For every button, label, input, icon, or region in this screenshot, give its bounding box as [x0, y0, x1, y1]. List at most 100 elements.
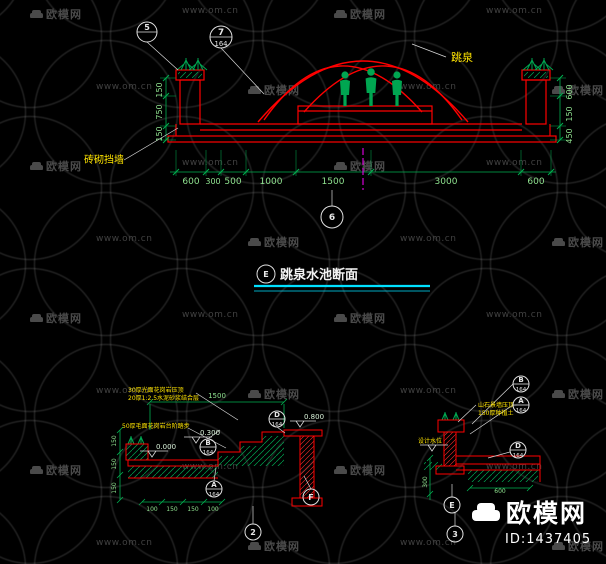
jet-arc-right	[303, 65, 463, 121]
dim-dr-300: 300	[422, 476, 429, 488]
callout-left-B-top-text: B	[205, 439, 210, 447]
watermark-brand: 欧模网	[552, 386, 604, 402]
watermark-brand: 欧模网	[248, 538, 300, 554]
watermark-url: www.om.cn	[400, 386, 456, 396]
sofa-icon	[552, 85, 565, 95]
callout-2-circle	[244, 523, 262, 541]
watermark-brand: 欧模网	[30, 310, 82, 326]
sofa-icon	[30, 9, 43, 19]
sofa-icon	[552, 541, 565, 551]
callout-3-circle	[446, 525, 464, 543]
anno-mortar: 20厚1:2.5水泥砂浆结合层	[128, 394, 199, 402]
watermark-brand-text: 欧模网	[264, 388, 300, 401]
dim-600-right: 600	[527, 177, 544, 187]
callout-7-164-bottom-text: 164	[214, 40, 227, 48]
callout-right-D-top-text: D	[515, 442, 521, 450]
dim-dl-150c: 150	[111, 482, 118, 494]
callout-3-text: 3	[452, 530, 458, 539]
watermark-url-text: www.om.cn	[400, 386, 457, 396]
detail-right-small-hatch	[424, 462, 442, 470]
detail-left-wall-hatch	[300, 436, 314, 498]
level-symbol-0000	[140, 450, 168, 458]
dim-dr-600: 600	[494, 488, 506, 495]
watermark-url: www.om.cn	[182, 310, 238, 320]
detail-right-soil-hatch	[468, 470, 538, 482]
human-figures	[340, 68, 402, 106]
watermark-brand-text: 欧模网	[46, 160, 82, 173]
dim-detail-1500: 1500	[208, 392, 226, 400]
dim-right-600: 600	[565, 84, 574, 99]
detail-left-planter	[125, 443, 149, 461]
watermark-url: www.om.cn	[96, 538, 152, 548]
callout-left-A: A 164	[205, 480, 223, 498]
fountain-cross-section	[167, 69, 557, 143]
dim-1000: 1000	[260, 177, 283, 187]
fountain-label: 跳泉	[451, 50, 473, 64]
watermark-brand-text: 欧模网	[264, 236, 300, 249]
watermark-brand-text: 欧模网	[350, 160, 386, 173]
callout-right-A-bottom-text: 164	[516, 408, 527, 414]
callout-right-E-text: E	[449, 501, 454, 510]
watermark-brand: 欧模网	[248, 386, 300, 402]
sofa-icon	[334, 313, 347, 323]
detail-right-footing	[435, 465, 465, 475]
callout-right-E-circle	[443, 496, 461, 514]
watermark-url: www.om.cn	[400, 234, 456, 244]
anno-step: 50厚毛面花岗岩台阶踏步	[122, 422, 190, 430]
callout-left-A-top-text: A	[211, 481, 217, 489]
figure-3-body	[392, 79, 402, 106]
watermark-brand: 欧模网	[552, 234, 604, 250]
callout-title-E-circle	[256, 264, 276, 284]
planting-symbols	[127, 58, 554, 445]
watermark-brand-text: 欧模网	[350, 312, 386, 325]
watermark-brand: 欧模网	[30, 6, 82, 22]
level-0800: 0.800	[304, 413, 324, 421]
callout-left-D-top-text: D	[274, 411, 280, 419]
pool-base-slab	[167, 135, 557, 143]
detail-right-hatch	[424, 432, 538, 482]
anno-step-cap: 30厚光面花岗岩压顶	[128, 386, 184, 394]
callout-left-A-bottom-text: 164	[209, 492, 220, 498]
detail-left-hatch	[126, 436, 314, 498]
dim-right-150: 150	[565, 106, 574, 121]
watermark-brand: 欧模网	[334, 462, 386, 478]
sofa-icon	[334, 161, 347, 171]
watermark-brand-text: 欧模网	[264, 84, 300, 97]
sofa-icon	[472, 502, 500, 522]
sofa-icon	[248, 85, 261, 95]
section-title: 跳泉水池断面	[280, 267, 358, 283]
watermark-brand: 欧模网	[334, 158, 386, 174]
detail-left-soil-hatch	[128, 466, 218, 478]
right-pool-wall	[525, 79, 547, 125]
watermark-url: www.om.cn	[486, 310, 542, 320]
level-symbols	[140, 420, 448, 458]
watermark-brand-text: 欧模网	[568, 388, 604, 401]
callout-3: 3	[446, 525, 464, 543]
watermark-brand-text: 欧模网	[46, 312, 82, 325]
watermark-url: www.om.cn	[96, 234, 152, 244]
detail-right-structure	[435, 419, 541, 482]
level-0000: 0.000	[156, 443, 176, 451]
dim-3000: 3000	[435, 177, 458, 187]
site-logo: 欧模网 ID:1437405	[472, 494, 591, 547]
detail-left-upper-slab	[283, 429, 323, 437]
figure-2-body	[365, 77, 377, 106]
dim-d-100b: 100	[207, 506, 219, 513]
callout-5-top-text: 5	[144, 23, 150, 32]
detail-right-wall-hatch	[444, 432, 456, 466]
figure-1-head	[341, 71, 349, 79]
callout-left-B-bottom-text: 164	[203, 450, 214, 456]
detail-right-slab	[455, 455, 541, 465]
callout-2-text: 2	[250, 528, 256, 537]
watermark-url: www.om.cn	[96, 82, 152, 92]
dim-left-150a: 150	[155, 82, 164, 97]
figure-3-head	[393, 71, 401, 79]
detail-left-footing	[291, 497, 323, 507]
callout-left-B: B 164	[199, 438, 217, 456]
watermark-brand: 欧模网	[334, 6, 386, 22]
callout-6-circle	[320, 205, 344, 229]
callout-F-text: F	[308, 493, 313, 502]
